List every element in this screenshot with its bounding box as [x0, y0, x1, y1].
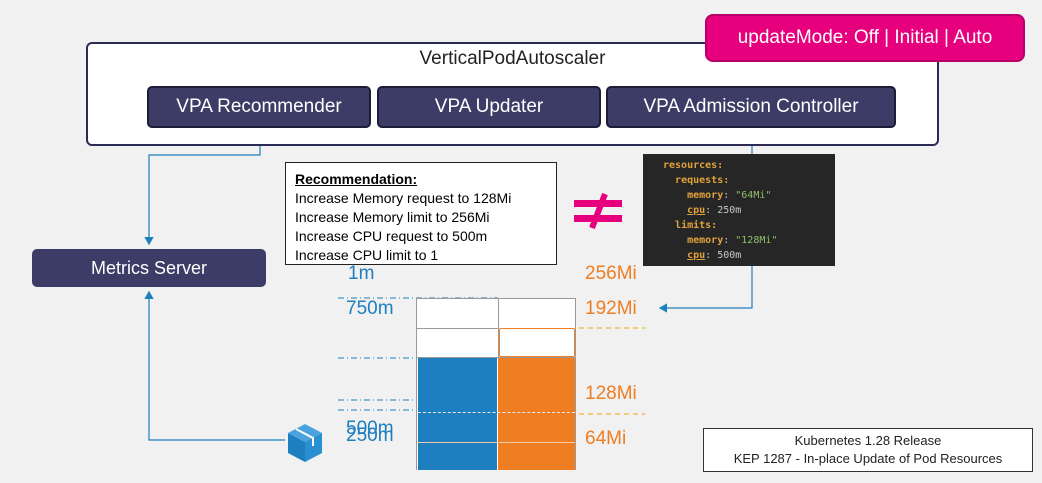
vpa-title: VerticalPodAutoscaler: [419, 48, 606, 69]
cpu-request-bar: [418, 358, 497, 470]
pod-cube-icon: [288, 424, 322, 462]
mem-label-256mi: 256Mi: [585, 263, 637, 284]
yaml-resources: resources:: [663, 160, 724, 171]
yaml-cpu-request: 250m: [717, 205, 742, 216]
mem-limit-outline-orange: [499, 328, 575, 357]
yaml-cpu-key: cpu: [687, 205, 706, 216]
yaml-memory-key: memory: [687, 190, 724, 201]
yaml-cpu-key-2: cpu: [687, 250, 706, 261]
cpu-label-500m: 500m: [346, 418, 394, 439]
kep-line-title: KEP 1287 - In-place Update of Pod Resour…: [733, 451, 1003, 466]
bar-solid-divider: [418, 442, 575, 443]
vpa-admission-controller-box: VPA Admission Controller: [606, 86, 896, 128]
yaml-cpu-limit: 500m: [717, 250, 742, 261]
recommendation-line: Increase CPU limit to 1: [295, 247, 439, 263]
cpu-label-250m: 250m: [346, 425, 394, 446]
recommendation-line: Increase CPU request to 500m: [295, 228, 488, 244]
mem-label-64mi: 64Mi: [585, 428, 627, 449]
cpu-limit-divider: [416, 328, 498, 358]
memory-request-bar: [498, 358, 575, 470]
not-equal-icon: [574, 193, 622, 229]
yaml-memory-limit: "128Mi": [735, 235, 778, 246]
metrics-server-box: Metrics Server: [32, 249, 266, 287]
bar-dashed-divider: [418, 412, 575, 413]
mem-label-192mi: 192Mi: [585, 298, 637, 319]
cpu-label-750m: 750m: [346, 298, 394, 319]
yaml-limits: limits:: [675, 220, 718, 231]
vpa-updater-box: VPA Updater: [377, 86, 601, 128]
recommendation-line: Increase Memory request to 128Mi: [295, 190, 512, 206]
pod-to-metrics-arrow: [144, 290, 285, 441]
vpa-recommender-box: VPA Recommender: [147, 86, 371, 128]
kep-footer-box: Kubernetes 1.28 Release KEP 1287 - In-pl…: [703, 428, 1033, 472]
mem-label-128mi: 128Mi: [585, 383, 637, 404]
recommendation-box: Recommendation: Increase Memory request …: [285, 162, 557, 265]
yaml-memory-request: "64Mi": [735, 190, 772, 201]
kep-line-release: Kubernetes 1.28 Release: [794, 433, 942, 448]
yaml-code-block: resources: requests: memory: "64Mi" cpu:…: [643, 154, 835, 266]
update-mode-badge: updateMode: Off | Initial | Auto: [705, 14, 1025, 62]
recommendation-heading: Recommendation:: [295, 171, 418, 187]
cpu-label-1m: 1m: [348, 263, 375, 284]
yaml-requests: requests:: [675, 175, 730, 186]
recommendation-line: Increase Memory limit to 256Mi: [295, 209, 490, 225]
yaml-memory-key-2: memory: [687, 235, 724, 246]
